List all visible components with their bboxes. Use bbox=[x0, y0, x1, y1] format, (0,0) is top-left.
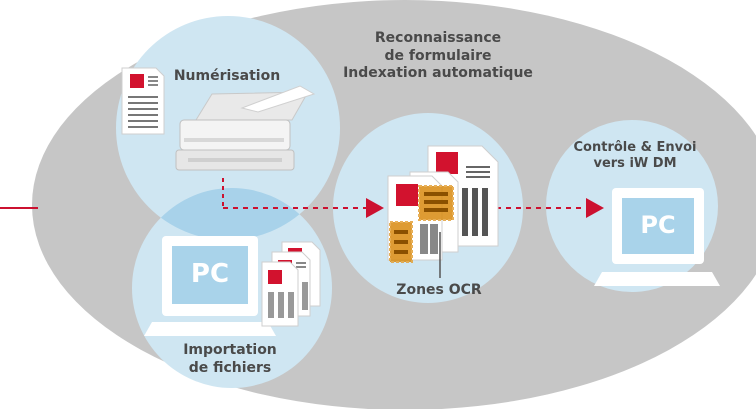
flow-arrow-to-ocr-head bbox=[366, 198, 384, 218]
pc-text-control: PC bbox=[640, 211, 676, 239]
import-label: Importation de fichiers bbox=[160, 342, 300, 377]
scan-label: Numérisation bbox=[173, 68, 281, 84]
control-label: Contrôle & Envoi vers iW DM bbox=[560, 140, 710, 173]
title-line-1: Reconnaissance bbox=[374, 30, 502, 46]
scan-document-icon bbox=[121, 67, 165, 135]
import-label-line-1: Importation bbox=[183, 342, 277, 358]
import-label-line-2: de fichiers bbox=[188, 359, 272, 376]
import-documents-icon bbox=[261, 241, 321, 327]
control-label-line-1: Contrôle & Envoi bbox=[573, 140, 697, 155]
pc-text-import: PC bbox=[190, 259, 230, 289]
diagram-title: Reconnaissance de formulaire Indexation … bbox=[318, 30, 558, 83]
pc-laptop-icon-import bbox=[144, 236, 276, 336]
title-line-2: de formulaire bbox=[384, 47, 492, 64]
flow-arrow-to-control-head bbox=[586, 198, 604, 218]
scanner-icon bbox=[175, 85, 316, 171]
pc-laptop-icon-control bbox=[594, 188, 720, 286]
ocr-zones bbox=[389, 185, 454, 263]
ocr-label: Zones OCR bbox=[396, 282, 482, 298]
title-line-3: Indexation automatique bbox=[343, 65, 533, 81]
control-label-line-2: vers iW DM bbox=[593, 156, 677, 172]
